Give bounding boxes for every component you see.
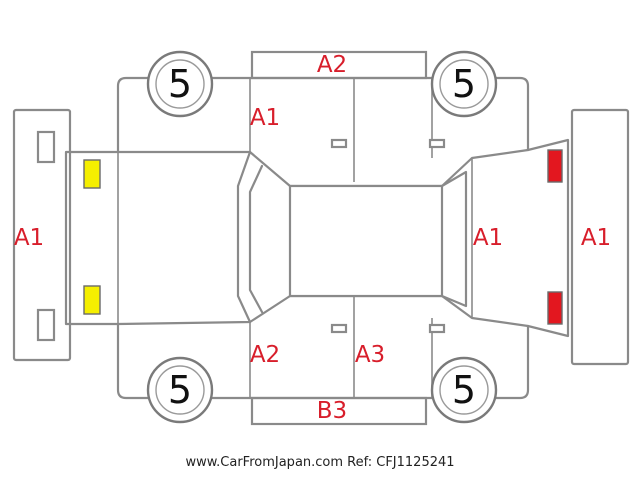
code-front-door-bottom: A2: [250, 342, 280, 368]
rear-bumper: [570, 108, 630, 366]
top-side-body: [116, 76, 530, 182]
code-rear-body: A1: [473, 225, 503, 251]
watermark-text: www.CarFromJapan.com Ref: CFJ1125241: [185, 455, 455, 470]
tire-front-right: 5: [146, 356, 214, 424]
code-rear-bumper: A1: [581, 225, 611, 251]
front-bumper: [12, 108, 72, 362]
taillamp-top: [547, 149, 563, 183]
tire-rear-right: 5: [430, 356, 498, 424]
code-rear-door-bottom: A3: [355, 342, 385, 368]
roof-strip-top: [250, 50, 428, 80]
code-hood-top: A1: [250, 105, 280, 131]
taillamp-bottom: [547, 291, 563, 325]
headlamp-bottom: [83, 285, 101, 315]
tire-rear-left-number: 5: [452, 62, 476, 106]
tire-rear-right-number: 5: [452, 368, 476, 412]
tire-rear-left: 5: [430, 50, 498, 118]
code-roof-top: A2: [317, 52, 347, 78]
tire-front-left-number: 5: [168, 62, 192, 106]
bottom-side-body: [116, 296, 530, 400]
code-front-bumper: A1: [14, 225, 44, 251]
tire-front-left: 5: [146, 50, 214, 118]
tire-front-right-number: 5: [168, 368, 192, 412]
code-sill-bottom: B3: [317, 398, 347, 424]
headlamp-top: [83, 159, 101, 189]
top-view-body: [64, 138, 570, 338]
